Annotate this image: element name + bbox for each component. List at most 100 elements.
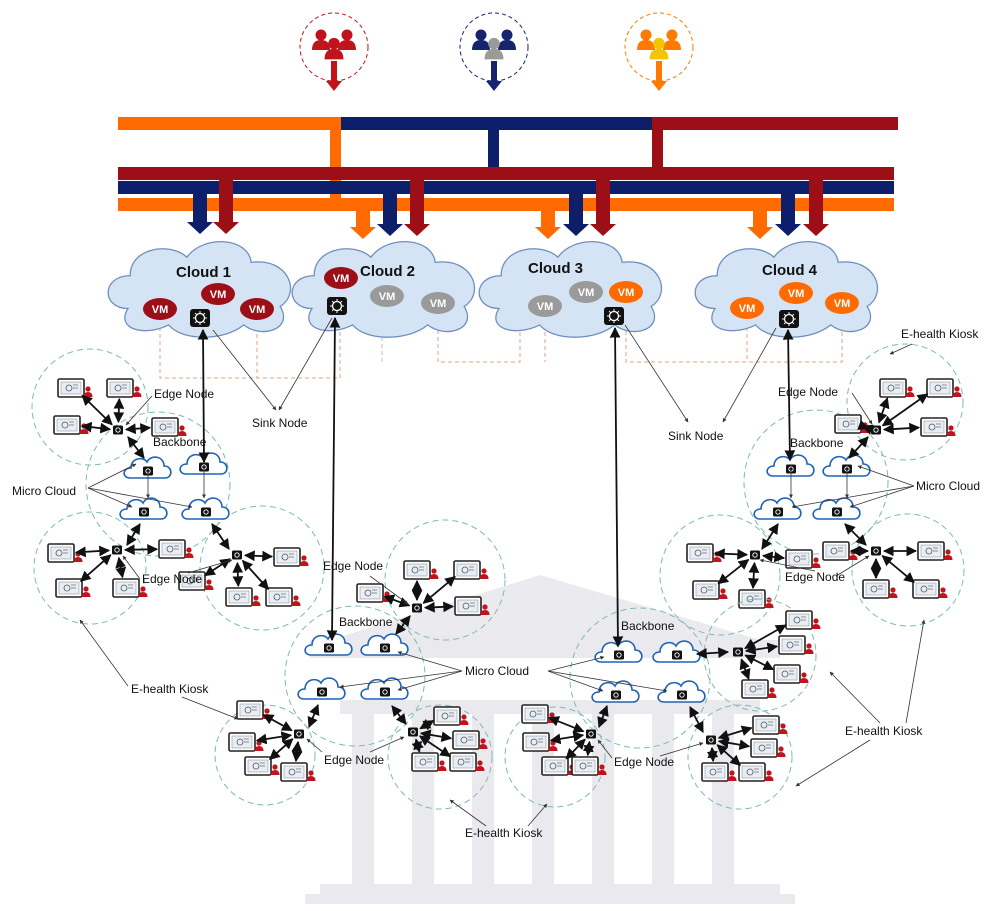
kiosk-area	[34, 512, 146, 624]
micro-cloud-icon	[298, 678, 345, 699]
vm-badge: VM	[825, 292, 859, 314]
bus-segment-orange	[118, 117, 340, 130]
kiosk-device-icon	[404, 561, 439, 579]
user-group-orange	[625, 13, 693, 91]
bus-segment-red	[658, 117, 898, 130]
kiosk-device-icon	[58, 379, 93, 397]
kiosk-device-icon	[918, 542, 953, 560]
kiosk-device-icon	[107, 379, 142, 397]
kiosk-device-icon	[742, 680, 777, 698]
node-chip-icon	[324, 644, 334, 653]
edge-node-icon	[112, 546, 122, 555]
node-chip-icon	[677, 691, 687, 700]
node-chip-icon	[232, 551, 242, 560]
vm-badge: VM	[528, 295, 562, 317]
kiosk-device-icon	[880, 379, 915, 397]
vm-badge: VM	[324, 267, 358, 289]
kiosk-device-icon	[913, 580, 948, 598]
user-group-navy	[460, 13, 528, 91]
kiosk-area	[200, 506, 324, 630]
kiosk-device-icon	[863, 580, 898, 598]
node-chip-icon	[733, 648, 743, 657]
edge-node-icon	[408, 728, 418, 737]
kiosk-device-icon	[56, 579, 91, 597]
vm-badge: VM	[779, 282, 813, 304]
kiosk-label: E-health Kiosk	[901, 327, 979, 341]
vm-badge: VM	[201, 283, 235, 305]
svg-text:VM: VM	[152, 304, 169, 316]
edge-node-label: Edge Node	[323, 559, 383, 573]
kiosk-device-icon	[779, 636, 814, 654]
user-groups	[300, 13, 693, 91]
edge-node-icon	[733, 648, 743, 657]
node-chip-icon	[380, 644, 390, 653]
kiosk-device-icon	[152, 418, 187, 436]
cloud-title: Cloud 3	[528, 260, 583, 277]
kiosk-area	[32, 349, 148, 465]
node-chip-icon	[139, 508, 149, 517]
micro-cloud-icon	[592, 681, 639, 702]
service-bus	[118, 117, 898, 239]
micro-cloud-label: Micro Cloud	[916, 479, 980, 493]
node-chip-icon	[750, 551, 760, 560]
cloud-gateway-icon	[604, 307, 624, 325]
edge-node-icon	[586, 730, 596, 739]
kiosk-device-icon	[229, 733, 264, 751]
node-chip-icon	[380, 688, 390, 697]
svg-text:VM: VM	[333, 273, 350, 285]
cloud-gateway-icon	[779, 310, 799, 328]
vm-badge: VM	[143, 298, 177, 320]
node-chip-icon	[614, 651, 624, 660]
sink-node-label: Sink Node	[668, 429, 724, 443]
svg-text:VM: VM	[537, 301, 554, 313]
kiosk-device-icon	[739, 590, 774, 608]
kiosk-device-icon	[226, 588, 261, 606]
node-chip-icon	[773, 508, 783, 517]
edge-node-icon	[294, 730, 304, 739]
bus-lane-red	[118, 167, 894, 180]
kiosk-device-icon	[835, 415, 870, 433]
micro-cloud-icon	[658, 681, 705, 702]
svg-text:VM: VM	[379, 291, 396, 303]
kiosk-device-icon	[412, 753, 447, 771]
kiosk-device-icon	[357, 584, 392, 602]
micro-cloud-icon	[813, 498, 860, 519]
kiosk-device-icon	[274, 548, 309, 566]
kiosk-device-icon	[739, 763, 774, 781]
vm-badge: VM	[730, 297, 764, 319]
vm-badge: VM	[370, 285, 404, 307]
node-chip-icon	[611, 691, 621, 700]
edge-node-label: Edge Node	[154, 387, 214, 401]
node-chip-icon	[112, 546, 122, 555]
bus-lane-navy	[118, 181, 894, 194]
node-chip-icon	[294, 730, 304, 739]
svg-text:VM: VM	[210, 289, 227, 301]
node-chip-icon	[586, 730, 596, 739]
kiosk-label: E-health Kiosk	[465, 826, 543, 840]
svg-text:VM: VM	[788, 288, 805, 300]
node-chip-icon	[317, 688, 327, 697]
kiosk-device-icon	[786, 550, 821, 568]
kiosk-device-icon	[753, 716, 788, 734]
backbone-label: Backbone	[621, 619, 675, 633]
cloud-title: Cloud 2	[360, 263, 415, 280]
kiosk-area	[847, 344, 963, 460]
svg-text:VM: VM	[739, 303, 756, 315]
node-chip-icon	[672, 651, 682, 660]
kiosk-device-icon	[454, 561, 489, 579]
kiosk-device-icon	[786, 611, 821, 629]
node-chip-icon	[871, 426, 881, 435]
node-chip-icon	[706, 736, 716, 745]
vm-badge: VM	[240, 298, 274, 320]
kiosk-device-icon	[751, 739, 786, 757]
micro-cloud-icon	[124, 457, 171, 478]
kiosk-device-icon	[54, 416, 89, 434]
vm-badge: VM	[609, 281, 643, 303]
node-chip-icon	[871, 547, 881, 556]
micro-cloud-icon	[754, 498, 801, 519]
cloud-gateway-icon	[190, 309, 210, 327]
node-chip-icon	[832, 508, 842, 517]
